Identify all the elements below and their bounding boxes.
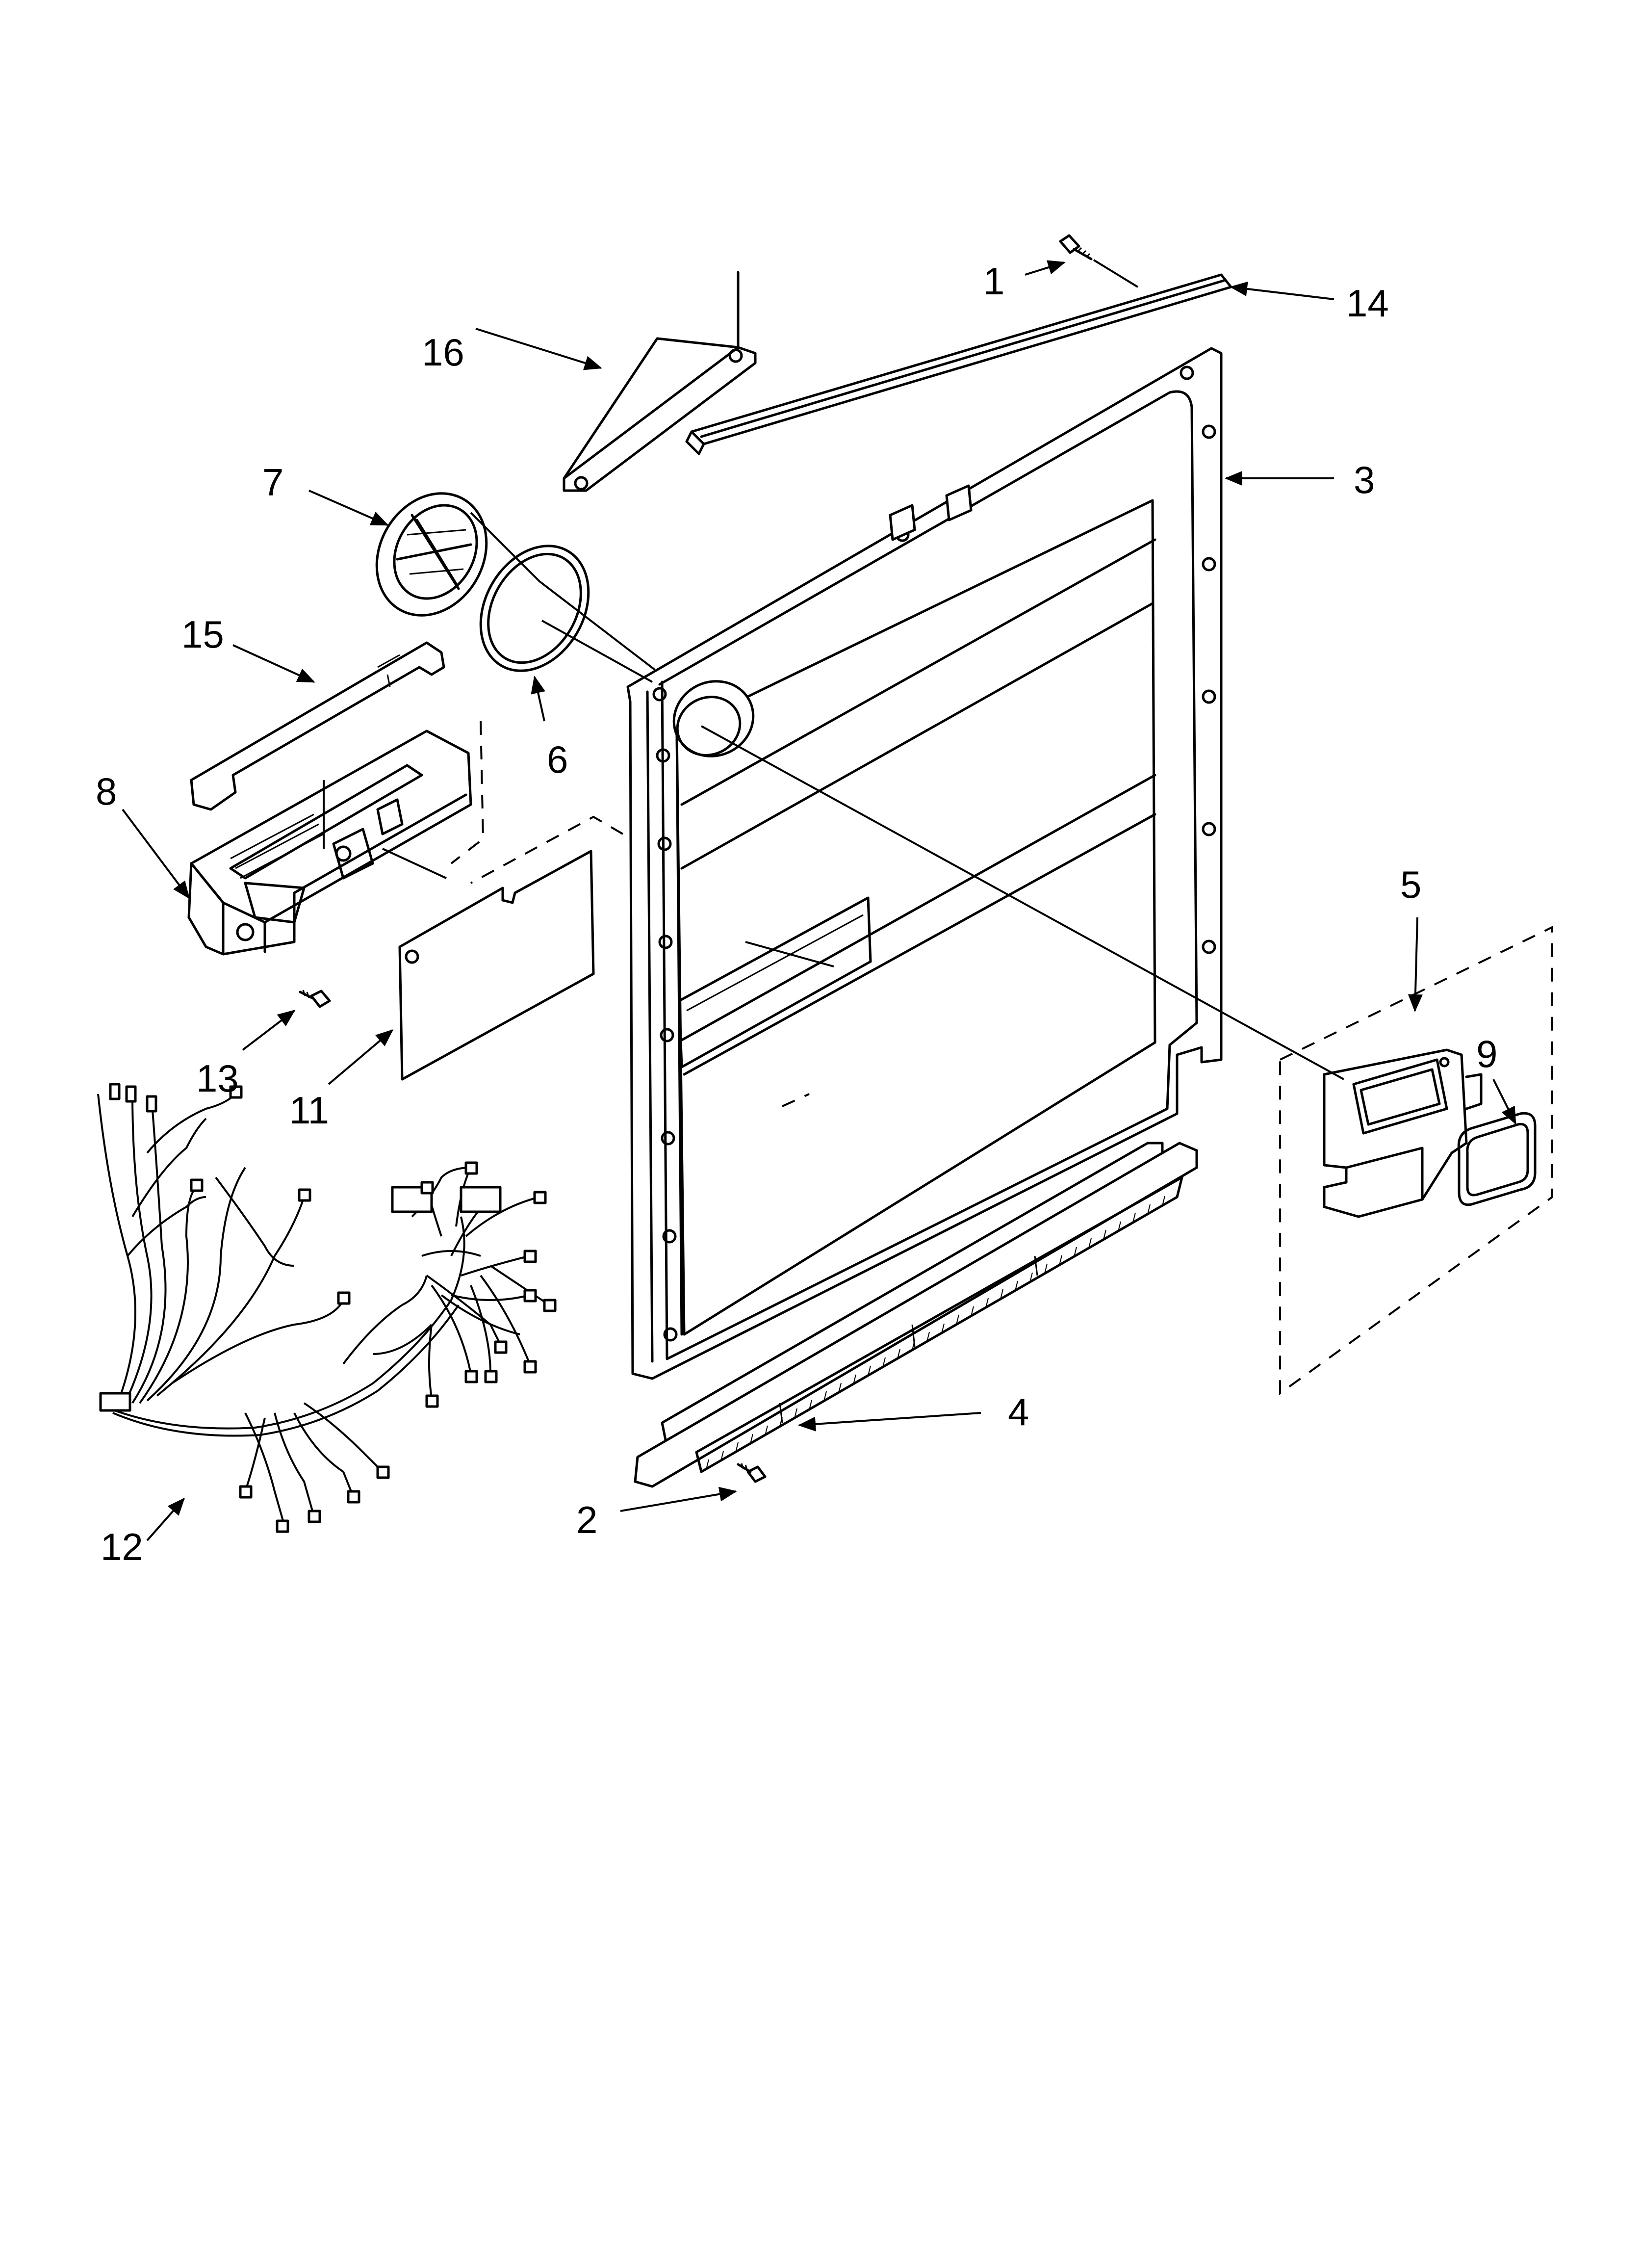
part-7-vent-cap	[375, 492, 488, 617]
part-8-vent-assembly	[187, 730, 472, 956]
callout-5: 5	[1400, 863, 1421, 906]
callout-8: 8	[96, 770, 117, 813]
callout-2: 2	[576, 1498, 597, 1541]
callout-3: 3	[1354, 458, 1375, 501]
assembly-lines	[323, 512, 1553, 1395]
callout-4: 4	[1008, 1390, 1029, 1434]
callout-14: 14	[1346, 282, 1389, 325]
part-3-door-panel	[626, 347, 1223, 1380]
part-13-screw	[299, 990, 331, 1008]
part-9-gasket	[1457, 1112, 1537, 1206]
callout-7: 7	[262, 461, 283, 504]
callout-arrows	[122, 260, 1516, 1541]
part-12-wiring-harness	[97, 1083, 557, 1533]
part-2-screw	[737, 1463, 767, 1483]
part-5-vent-housing	[1323, 1048, 1483, 1218]
callout-labels: 1 2 3 4 5 6 7 8 9 11 12 13 14 15 16	[96, 260, 1497, 1568]
callout-13: 13	[196, 1057, 239, 1100]
part-1-screw	[1059, 234, 1139, 288]
callout-9: 9	[1476, 1032, 1497, 1075]
callout-12: 12	[101, 1525, 143, 1568]
callout-6: 6	[547, 738, 568, 781]
part-11-plate	[398, 850, 595, 1081]
part-16-bracket	[563, 271, 757, 492]
callout-11: 11	[289, 1089, 329, 1132]
bottom-seal-hatch	[706, 1196, 1165, 1470]
callout-15: 15	[181, 613, 224, 656]
part-6-gasket	[479, 545, 590, 672]
callout-16: 16	[422, 331, 464, 374]
part-4-bottom-trim	[634, 1142, 1198, 1488]
callout-1: 1	[983, 260, 1004, 303]
part-15-trim-bar	[190, 641, 445, 811]
